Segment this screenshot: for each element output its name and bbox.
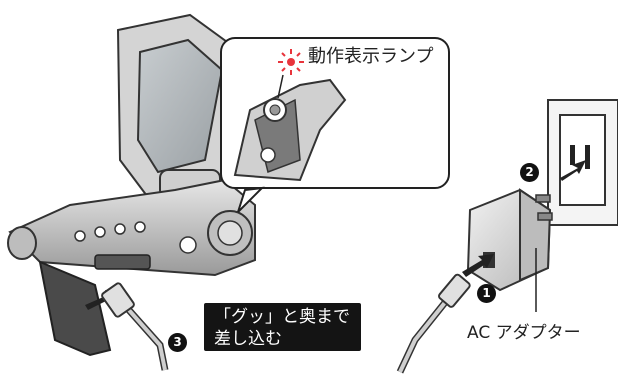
lcd-panel (116, 13, 247, 202)
plug-prong-icon (537, 212, 553, 221)
lcd-screen (136, 38, 224, 174)
record-button-icon (179, 236, 197, 254)
usb-cable (101, 282, 169, 371)
socket-slot-icon (585, 145, 590, 169)
side-cover (38, 260, 112, 357)
lamp-leader-line (277, 74, 284, 99)
button-icon (114, 223, 126, 235)
button-icon (134, 221, 146, 233)
arrow-icon (560, 160, 586, 181)
adapter-label: AC アダプター (467, 323, 581, 343)
callout-pointer (237, 186, 265, 213)
plug-prong-icon (535, 194, 551, 203)
usb-cable (396, 273, 471, 374)
usb-plug-icon (101, 282, 135, 318)
camcorder (7, 13, 256, 357)
step-badge-2: 2 (520, 163, 539, 182)
lamp-glow-icon (278, 49, 304, 75)
lamp-callout (220, 37, 450, 213)
lamp-label: 動作表示ランプ (308, 46, 434, 67)
push-in-note: 「グッ」と奥まで 差し込む (204, 303, 361, 351)
step-badge-3: 3 (168, 333, 187, 352)
usb-port (94, 254, 151, 270)
push-note-line-1: 「グッ」と奥まで (214, 307, 350, 327)
wall-outlet (547, 99, 618, 226)
button-icon (74, 230, 86, 242)
socket-slot-icon (570, 145, 575, 165)
arrow-icon (462, 254, 494, 277)
usb-plug-icon (438, 273, 471, 308)
step-badge-1: 1 (477, 284, 496, 303)
button-icon (94, 226, 106, 238)
outlet-plate (559, 114, 606, 206)
lens-icon (7, 226, 37, 260)
push-note-line-2: 差し込む (214, 329, 282, 349)
